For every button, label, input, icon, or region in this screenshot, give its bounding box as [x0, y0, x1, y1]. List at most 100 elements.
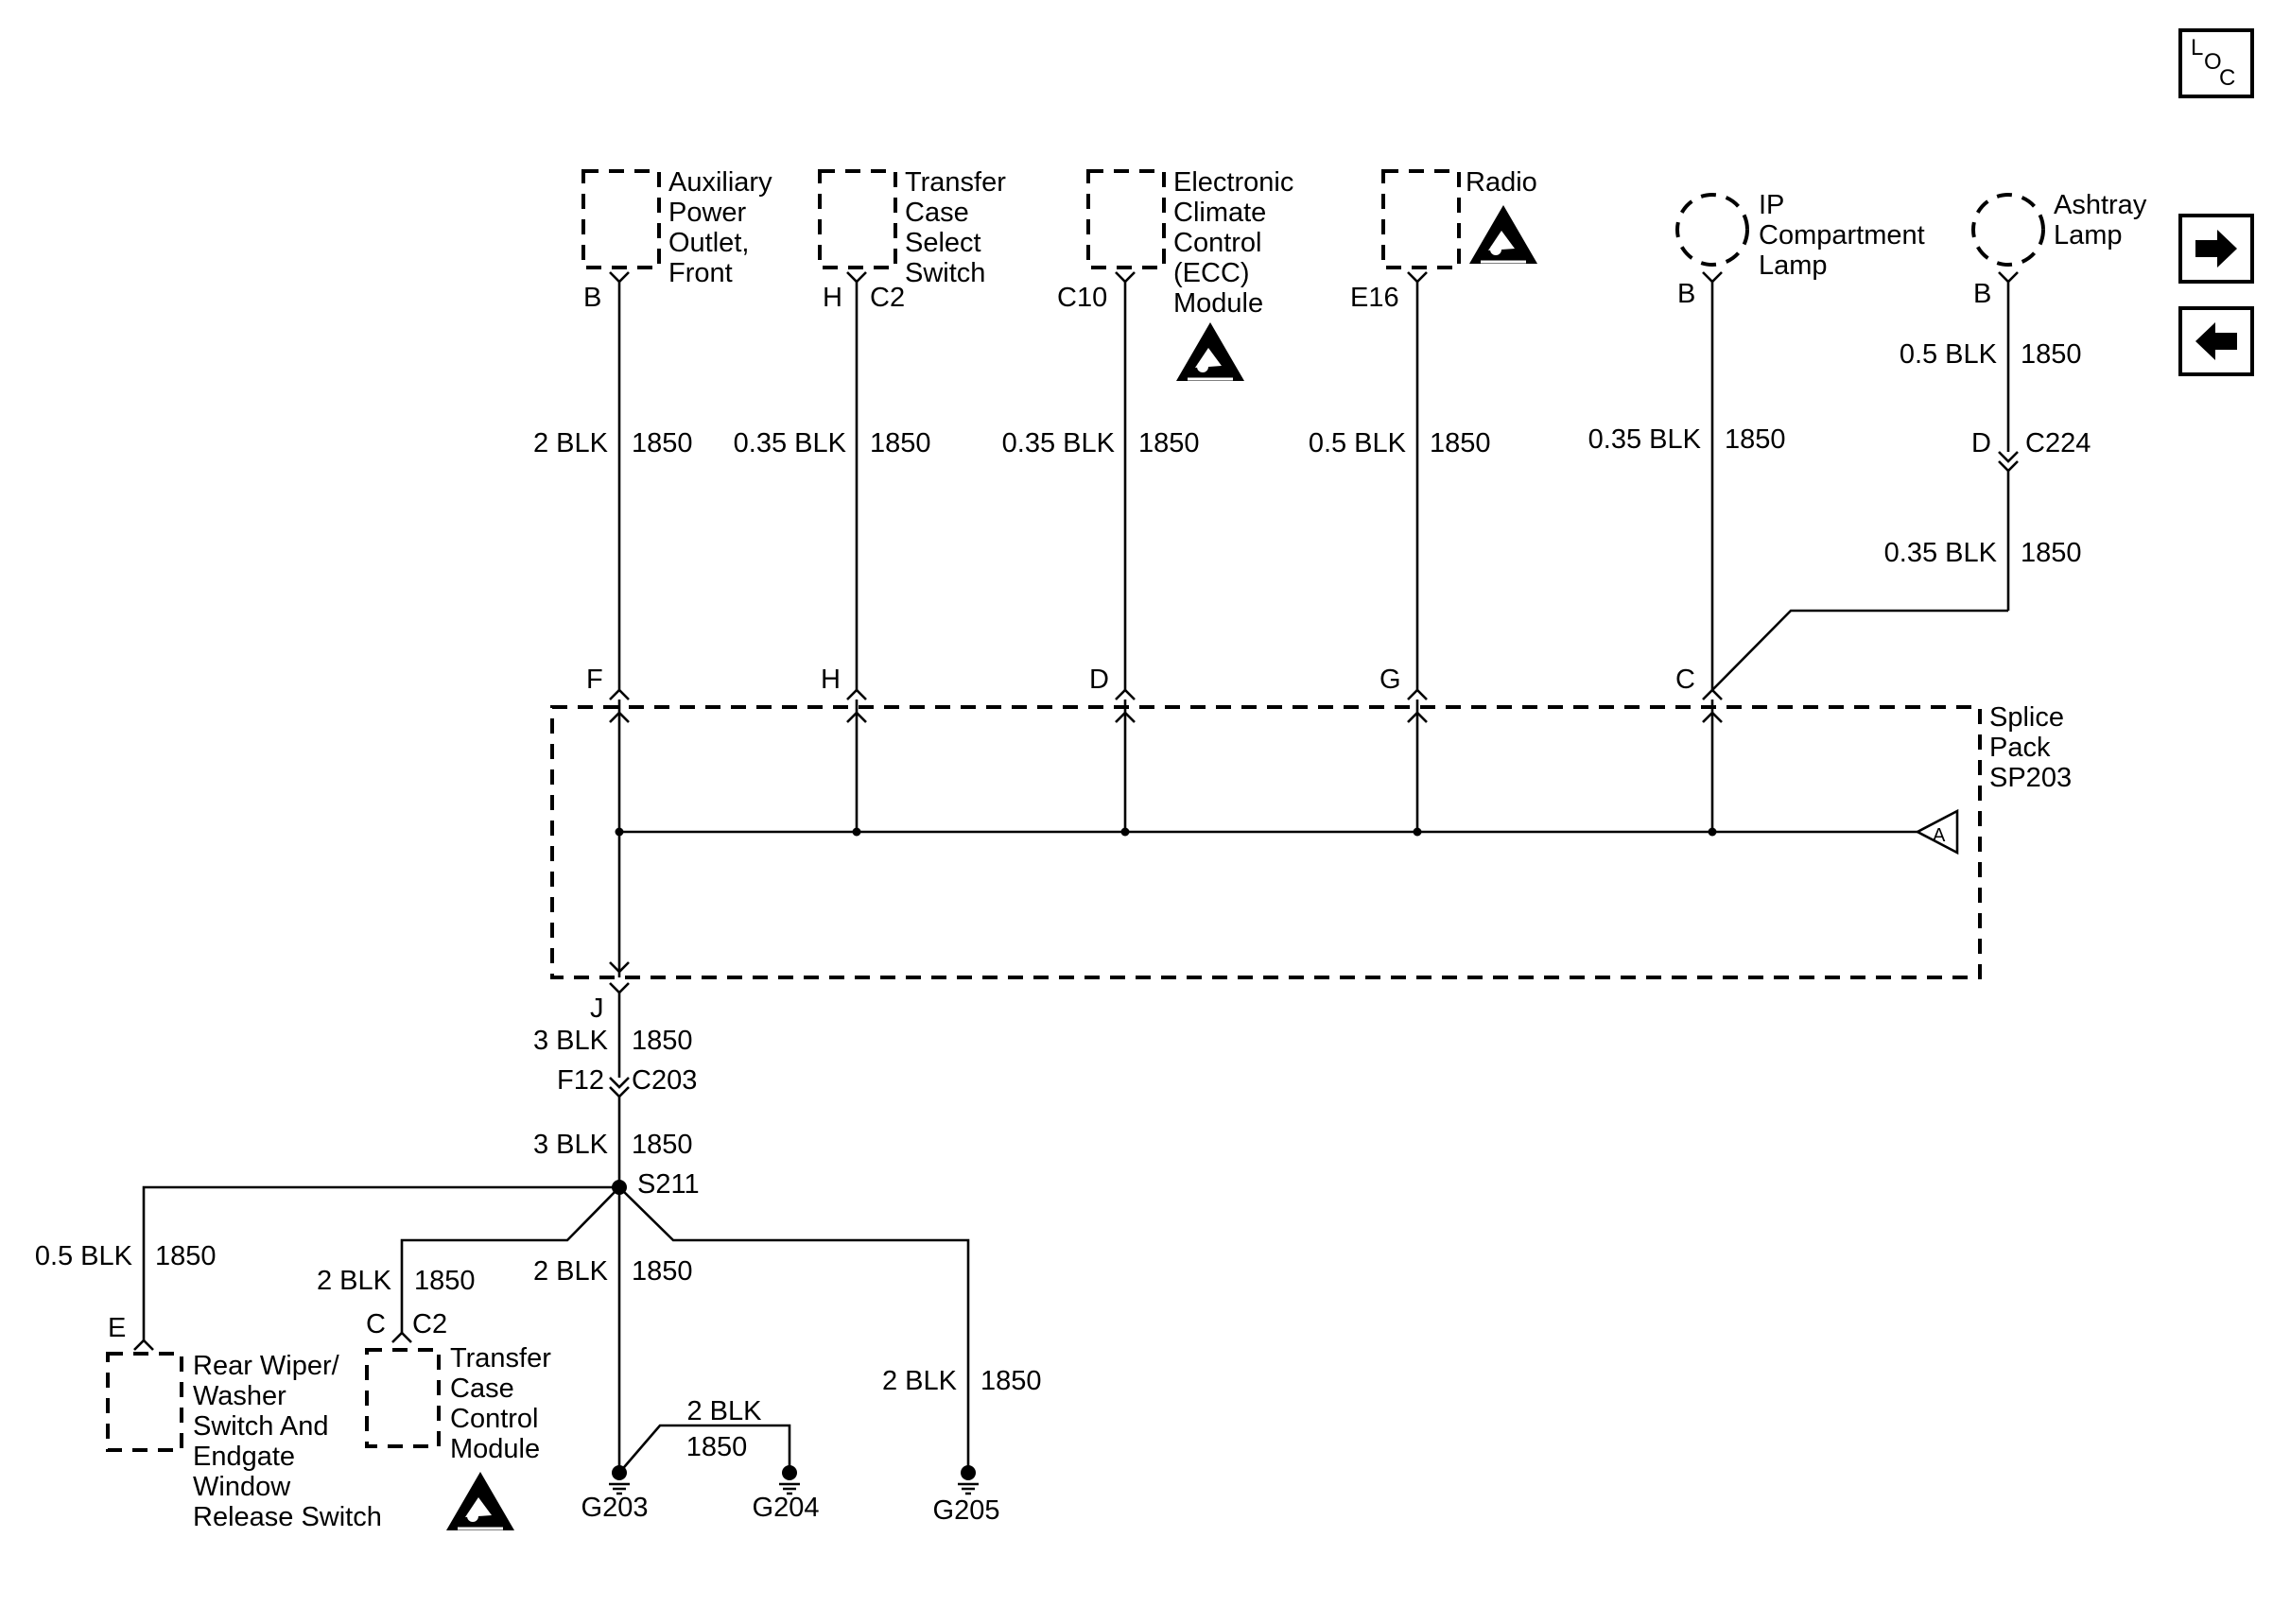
ecc-label-4: (ECC) — [1173, 258, 1250, 288]
wire-circuit: 1850 — [632, 1256, 693, 1287]
next-page-button[interactable] — [2178, 214, 2254, 284]
tcc-label-1: Transfer — [450, 1343, 551, 1373]
connector-label: C2 — [870, 283, 905, 313]
ashtray-label-1: Ashtray — [2054, 190, 2147, 220]
wire-gauge: 0.35 BLK — [1884, 538, 1998, 568]
arrow-right-icon — [2195, 230, 2237, 268]
rear-wiper-label-6: Release Switch — [193, 1502, 382, 1532]
wire-circuit: 1850 — [1138, 428, 1200, 458]
tcc-label-3: Control — [450, 1404, 539, 1434]
wire-circuit: 1850 — [1430, 428, 1491, 458]
aux-label-2: Power — [668, 198, 747, 228]
pin-label: E — [108, 1313, 126, 1343]
splice-pack-sp203: Splice Pack SP203 A — [550, 688, 2072, 994]
pin-label: D — [1089, 665, 1109, 695]
ecc-label-5: Module — [1173, 288, 1263, 319]
splice-pack-label-3: SP203 — [1989, 763, 2072, 793]
wire-circuit: 1850 — [2021, 538, 2082, 568]
wire-circuit: 1850 — [686, 1432, 748, 1462]
pin-label: D — [1971, 428, 1991, 458]
pin-label: F12 — [557, 1065, 604, 1096]
aux-label-1: Auxiliary — [668, 167, 772, 198]
radio-label: Radio — [1466, 167, 1537, 198]
connector-label: C224 — [2025, 428, 2091, 458]
wire-gauge: 0.35 BLK — [1002, 428, 1116, 458]
component-radio: Radio — [1381, 167, 1539, 269]
splice-label: S211 — [637, 1169, 700, 1200]
tcc-label-2: Case — [450, 1373, 514, 1404]
pin-label: G — [1379, 665, 1401, 695]
connector-label: C2 — [412, 1309, 447, 1339]
component-ip-compartment-lamp: IP Compartment Lamp — [1675, 190, 1925, 281]
rear-wiper-label-5: Window — [193, 1472, 291, 1502]
splice-pack-label-2: Pack — [1989, 733, 2051, 763]
rear-wiper-label-4: Endgate — [193, 1442, 295, 1472]
pin-label: E16 — [1350, 283, 1399, 313]
pin-label: H — [823, 283, 842, 313]
loc-letter-c: C — [2219, 65, 2235, 91]
wire-circuit: 1850 — [155, 1241, 217, 1271]
wire-circuit: 1850 — [632, 1026, 693, 1056]
component-rear-wiper-switch: Rear Wiper/ Washer Switch And Endgate Wi… — [106, 1351, 382, 1532]
ashtray-label-2: Lamp — [2054, 220, 2123, 251]
component-ashtray-lamp: Ashtray Lamp — [1971, 190, 2147, 267]
component-ecc-module: Electronic Climate Control (ECC) Module — [1086, 167, 1293, 383]
loc-button[interactable]: L O C — [2178, 28, 2254, 98]
previous-page-button[interactable] — [2178, 306, 2254, 376]
wire-gauge: 0.5 BLK — [1309, 428, 1407, 458]
ground-label: G204 — [753, 1493, 820, 1523]
esd-warning-icon — [1174, 320, 1246, 383]
aux-label-4: Front — [668, 258, 733, 288]
ecc-label-2: Climate — [1173, 198, 1266, 228]
ground-label: G203 — [581, 1493, 649, 1523]
pin-label: H — [821, 665, 841, 695]
wire-circuit: 1850 — [2021, 339, 2082, 370]
wire-gauge: 2 BLK — [687, 1396, 763, 1426]
rear-wiper-label-2: Washer — [193, 1381, 286, 1411]
tcs-label-4: Switch — [905, 258, 985, 288]
component-transfer-case-control-module: Transfer Case Control Module — [365, 1343, 551, 1532]
aux-label-3: Outlet, — [668, 228, 749, 258]
splice-pack-label-1: Splice — [1989, 702, 2064, 733]
rear-wiper-label-3: Switch And — [193, 1411, 328, 1442]
wire-gauge: 3 BLK — [533, 1026, 609, 1056]
ip-label-2: Compartment — [1759, 220, 1925, 251]
component-transfer-case-select-switch: Transfer Case Select Switch — [818, 167, 1006, 288]
tcs-label-2: Case — [905, 198, 969, 228]
lower-wires — [133, 993, 970, 1474]
wire-gauge: 0.35 BLK — [734, 428, 847, 458]
pin-label: J — [590, 993, 604, 1024]
esd-warning-icon — [1467, 203, 1539, 266]
wire-gauge: 0.35 BLK — [1588, 424, 1702, 455]
pin-label: C10 — [1057, 283, 1107, 313]
tcc-label-4: Module — [450, 1434, 540, 1464]
ip-label-3: Lamp — [1759, 251, 1828, 281]
loc-letter-l: L — [2191, 35, 2203, 60]
wire-gauge: 0.5 BLK — [35, 1241, 133, 1271]
ecc-label-1: Electronic — [1173, 167, 1293, 198]
ground-icon — [607, 1463, 632, 1495]
connector-label: C203 — [632, 1065, 697, 1096]
ground-icon — [777, 1463, 802, 1495]
wire-gauge: 3 BLK — [533, 1130, 609, 1160]
pin-label: F — [586, 665, 603, 695]
wire-gauge: 2 BLK — [533, 1256, 609, 1287]
wire-gauge: 2 BLK — [533, 428, 609, 458]
wire-circuit: 1850 — [414, 1266, 476, 1296]
pin-label: B — [583, 283, 601, 313]
pin-label: C — [1675, 665, 1695, 695]
ecc-label-3: Control — [1173, 228, 1262, 258]
tcs-label-3: Select — [905, 228, 981, 258]
component-aux-power-outlet: Auxiliary Power Outlet, Front — [581, 167, 772, 288]
rear-wiper-label-1: Rear Wiper/ — [193, 1351, 340, 1381]
tcs-label-1: Transfer — [905, 167, 1006, 198]
loc-letter-o: O — [2204, 49, 2222, 75]
pin-label: B — [1973, 279, 1991, 309]
ground-label: G205 — [933, 1495, 1000, 1526]
top-wires — [609, 271, 2019, 691]
wire-circuit: 1850 — [1725, 424, 1786, 455]
esd-warning-icon — [444, 1470, 516, 1532]
wire-circuit: 1850 — [632, 1130, 693, 1160]
wire-gauge: 2 BLK — [882, 1366, 958, 1396]
